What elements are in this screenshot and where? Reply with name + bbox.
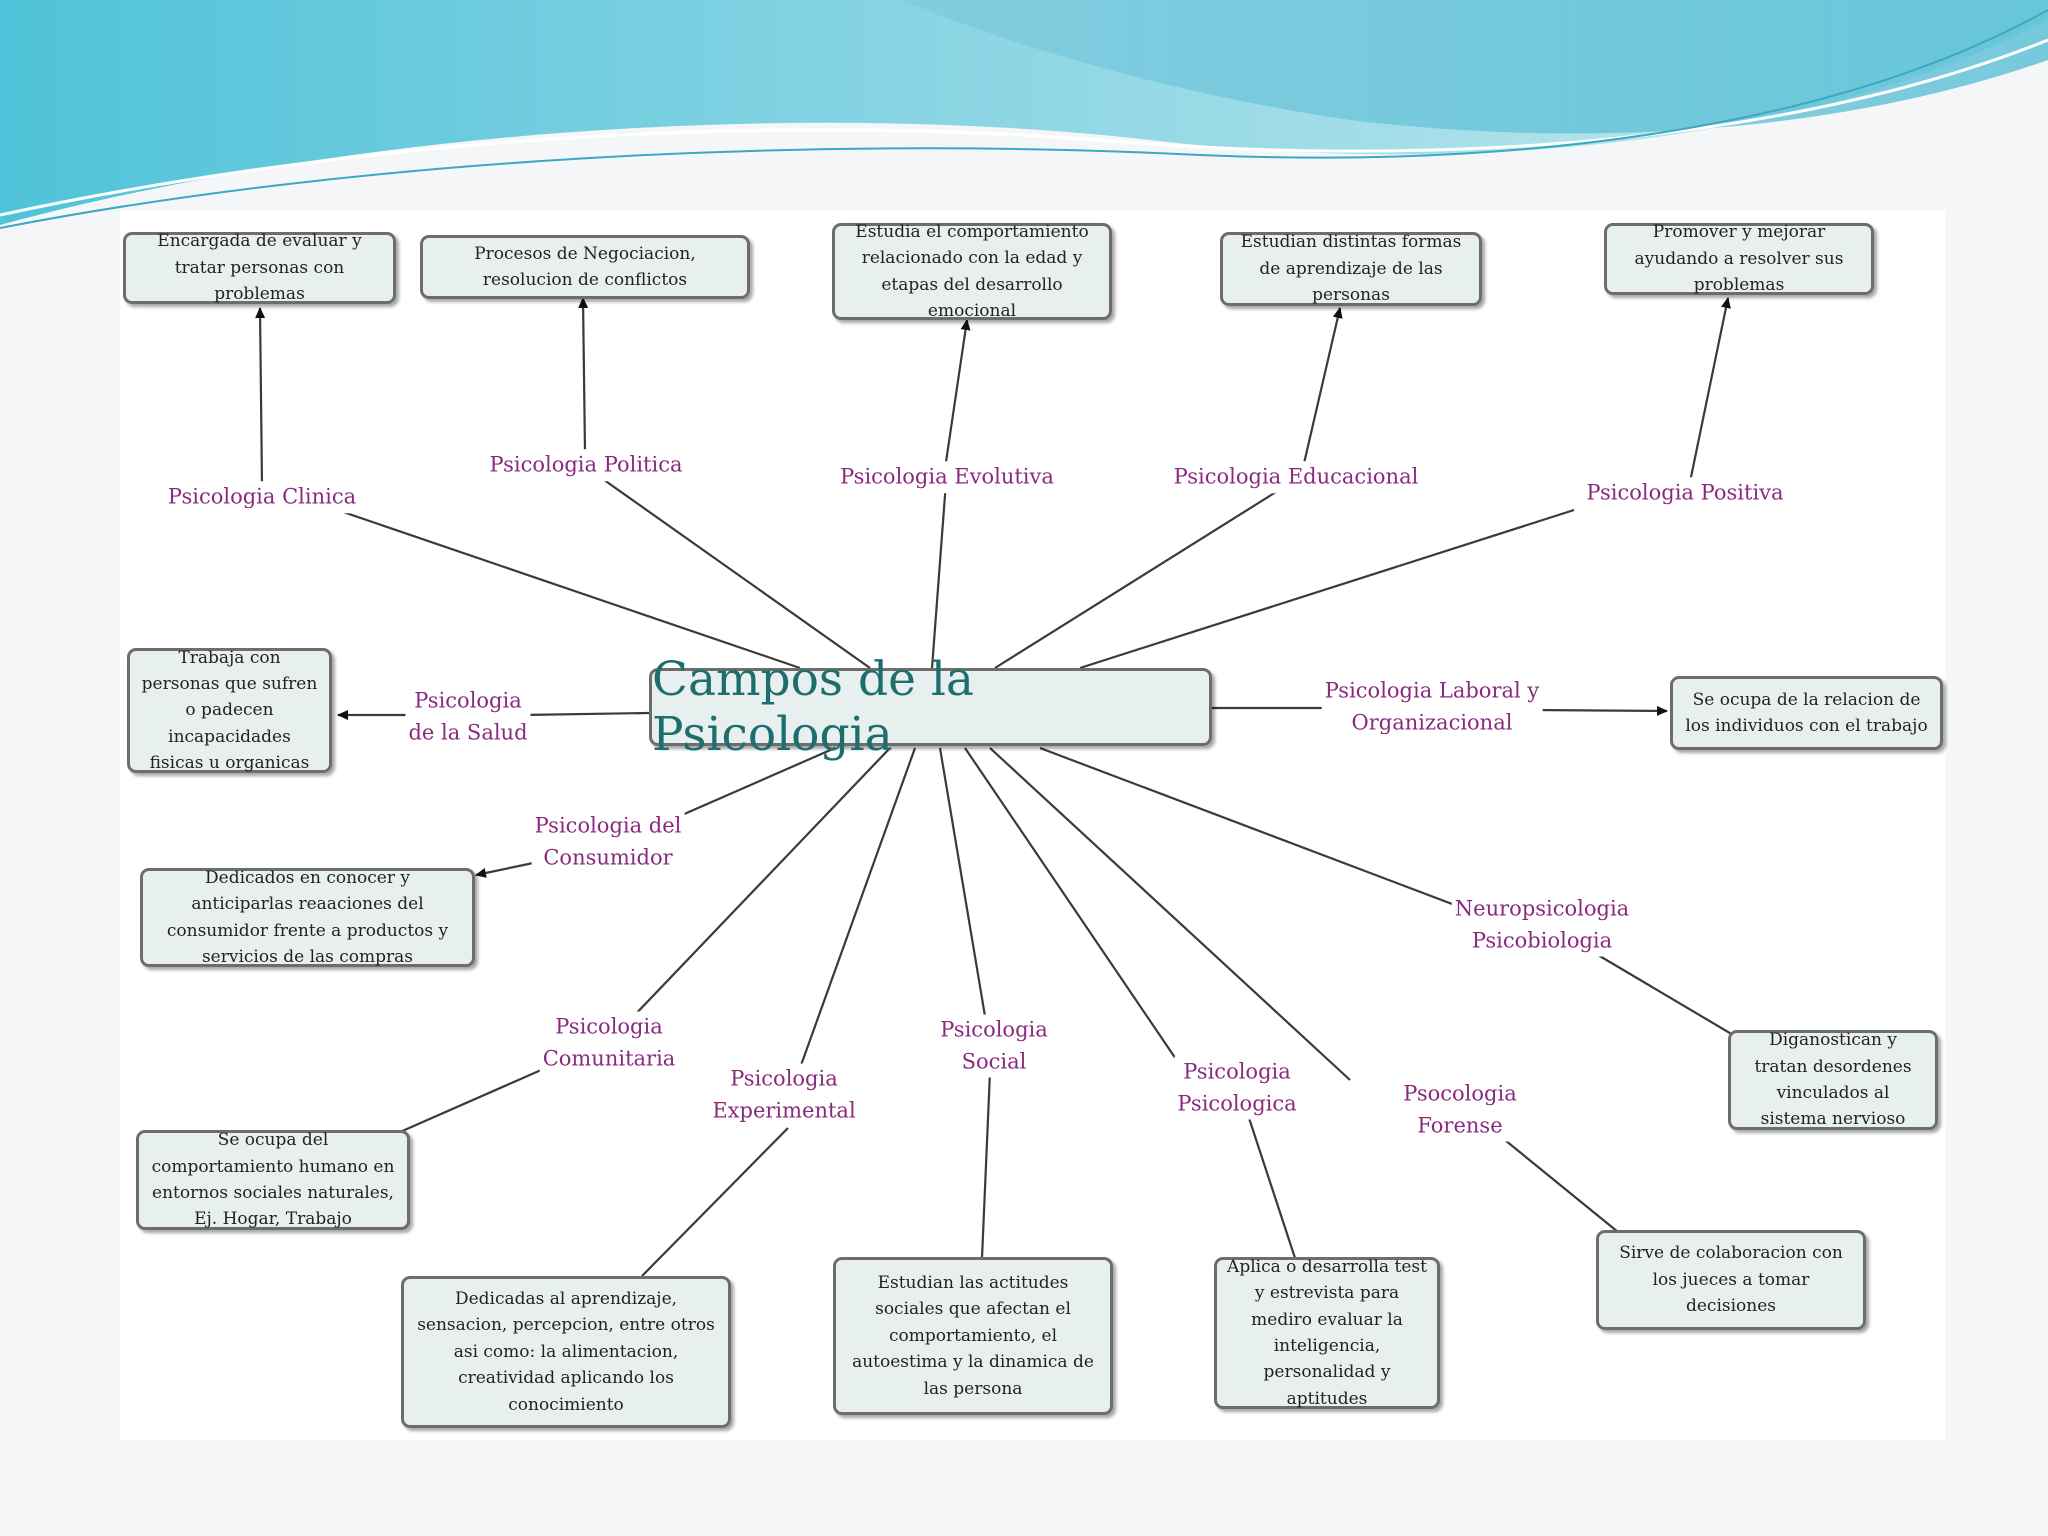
- branch-label-social-line2: Social: [962, 1049, 1027, 1073]
- experimental-description-box: Dedicadas al aprendizaje, sensacion, per…: [401, 1276, 731, 1428]
- branch-label-educacional: Psicologia Educacional: [1171, 461, 1422, 493]
- psicologica-description-box: Aplica o desarrolla test y estrevista pa…: [1214, 1257, 1440, 1409]
- branch-label-psicologica-line2: Psicologica: [1177, 1091, 1296, 1115]
- branch-label-evolutiva: Psicologia Evolutiva: [837, 461, 1057, 493]
- neuro-description-box: Diganostican y tratan desordenes vincula…: [1728, 1030, 1938, 1130]
- branch-label-comunitaria-line1: Psicologia: [555, 1015, 663, 1039]
- comunitaria-description-box: Se ocupa del comportamiento humano en en…: [136, 1130, 410, 1230]
- branch-label-forense-line1: Psocologia: [1403, 1082, 1516, 1106]
- branch-label-forense-line2: Forense: [1417, 1113, 1502, 1137]
- branch-label-neuro: Neuropsicologia Psicobiologia: [1452, 894, 1632, 957]
- branch-label-neuro-line1: Neuropsicologia: [1455, 897, 1629, 921]
- branch-label-comunitaria: Psicologia Comunitaria: [540, 1012, 679, 1075]
- concept-map: Encargada de evaluar y tratar personas c…: [120, 210, 1945, 1440]
- branch-label-laboral-line1: Psicologia Laboral y: [1325, 679, 1540, 703]
- clinica-description-box: Encargada de evaluar y tratar personas c…: [123, 232, 396, 304]
- branch-label-psicologica-line1: Psicologia: [1183, 1060, 1291, 1084]
- branch-label-salud: Psicologia de la Salud: [405, 686, 530, 749]
- laboral-description-box: Se ocupa de la relacion de los individuo…: [1670, 676, 1943, 750]
- branch-label-laboral: Psicologia Laboral y Organizacional: [1322, 676, 1543, 739]
- branch-label-experimental: Psicologia Experimental: [709, 1064, 858, 1127]
- header-wave-decoration: [0, 0, 2048, 240]
- branch-label-clinica: Psicologia Clinica: [165, 481, 359, 513]
- branch-label-social-line1: Psicologia: [940, 1018, 1048, 1042]
- branch-label-politica: Psicologia Politica: [487, 449, 686, 481]
- branch-label-consumidor-line1: Psicologia del: [535, 814, 682, 838]
- branch-label-social: Psicologia Social: [937, 1015, 1051, 1078]
- branch-label-psicologica: Psicologia Psicologica: [1174, 1057, 1299, 1120]
- branch-label-consumidor: Psicologia del Consumidor: [532, 811, 685, 874]
- branch-label-salud-line1: Psicologia: [414, 689, 522, 713]
- branch-label-comunitaria-line2: Comunitaria: [543, 1046, 676, 1070]
- evolutiva-description-box: Estudia el comportamiento relacionado co…: [832, 223, 1112, 320]
- branch-label-forense: Psocologia Forense: [1400, 1079, 1519, 1142]
- central-node: Campos de la Psicologia: [649, 668, 1212, 746]
- consumidor-description-box: Dedicados en conocer y anticiparlas reaa…: [140, 868, 475, 967]
- branch-label-experimental-line2: Experimental: [712, 1098, 855, 1122]
- salud-description-box: Trabaja con personas que sufren o padece…: [127, 648, 332, 773]
- branch-label-positiva: Psicologia Positiva: [1583, 477, 1786, 509]
- branch-label-salud-line2: de la Salud: [408, 720, 527, 744]
- social-description-box: Estudian las actitudes sociales que afec…: [833, 1257, 1113, 1415]
- forense-description-box: Sirve de colaboracion con los jueces a t…: [1596, 1230, 1866, 1330]
- politica-description-box: Procesos de Negociacion, resolucion de c…: [420, 235, 750, 299]
- branch-label-neuro-line2: Psicobiologia: [1472, 928, 1612, 952]
- branch-label-experimental-line1: Psicologia: [730, 1067, 838, 1091]
- positiva-description-box: Promover y mejorar ayudando a resolver s…: [1604, 223, 1874, 295]
- branch-label-consumidor-line2: Consumidor: [543, 845, 672, 869]
- educacional-description-box: Estudian distintas formas de aprendizaje…: [1220, 232, 1482, 306]
- branch-label-laboral-line2: Organizacional: [1352, 710, 1513, 734]
